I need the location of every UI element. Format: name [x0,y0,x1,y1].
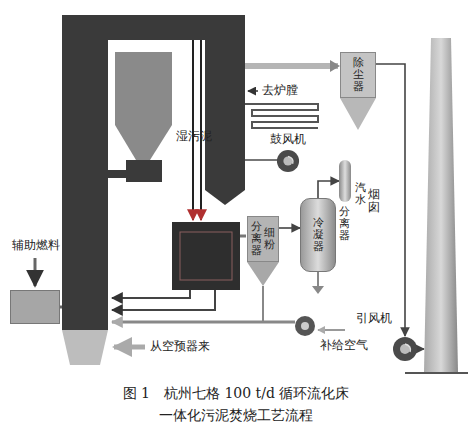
air-inlet-arrow [114,345,145,350]
node-label: 除尘器 [353,57,364,93]
dryer-inner [180,232,232,280]
node-label: 鼓风机 [270,133,306,147]
cyclone-cone [115,125,172,160]
flow-connector [376,64,405,336]
dust-collector: 除尘器 [340,52,376,98]
blower: 鼓风机 [268,131,308,175]
pipe [245,103,250,105]
process-label: 湿污泥 [176,130,188,144]
fan-symbol [392,336,418,362]
sludge-feed-pipe [112,290,215,310]
induced-fan: 引风机 [392,336,418,362]
figure-caption: 图 1 杭州七格 100 t/d 循环流化床 一体化污泥焚烧工艺流程 [96,382,376,427]
node-label: 汽水 [355,182,366,206]
steam-separator: 汽水分离器 [339,160,351,202]
condenser: 冷凝器 [300,198,336,272]
process-label: 补给空气 [320,339,368,353]
furnace-bottom [62,330,108,365]
node-label: 分离器 [339,206,350,242]
fine-separator: 细粉分离器 [247,216,279,262]
fuel-feeder: 辅助燃料 [10,290,60,324]
ground-line [405,372,468,374]
node-label: 细粉 [264,227,275,251]
air-pipe [112,321,295,324]
steam-pipe [192,40,194,220]
process-label: 从空预器来 [150,340,210,354]
condensate-outlet [312,286,324,294]
node-label: 分离器 [251,221,262,257]
blower-pipe [245,159,278,161]
flue-pipe [245,63,338,69]
fan-symbol [295,316,315,336]
loop-seal [126,160,162,182]
node-label: 引风机 [356,312,392,326]
return-leg [108,170,126,178]
to-furnace-arrow [248,90,258,92]
air-heater-coil [248,104,318,128]
fan-symbol [276,149,300,173]
pipe [240,235,246,238]
pipe [60,306,62,309]
makeup-air-arrow [318,329,345,331]
flow-connector [318,181,339,198]
node-label: 烟囱 [368,188,380,214]
furnace-column [62,15,108,330]
back-pass [205,40,245,190]
pipe [262,286,264,322]
dryer [172,222,240,290]
flue-arrowhead [330,60,340,72]
fan-hub [301,322,309,330]
condensate-pipe [317,272,319,286]
node-label: 辅助燃料 [12,239,60,253]
separator-hopper [247,262,279,286]
steam-pipe [200,40,202,220]
flow-connector [418,348,424,350]
fuel-arrow [34,258,37,286]
flow-connector [279,227,300,229]
chimney-shape [424,38,458,372]
node-label: 冷凝器 [313,217,324,253]
back-pass-hopper [205,190,245,205]
chimney: 烟囱 [424,38,458,372]
dust-hopper [340,98,376,130]
sludge-feed-pipe [112,290,190,298]
process-label: 去炉膛 [262,84,298,98]
cyclone-body [115,52,172,125]
